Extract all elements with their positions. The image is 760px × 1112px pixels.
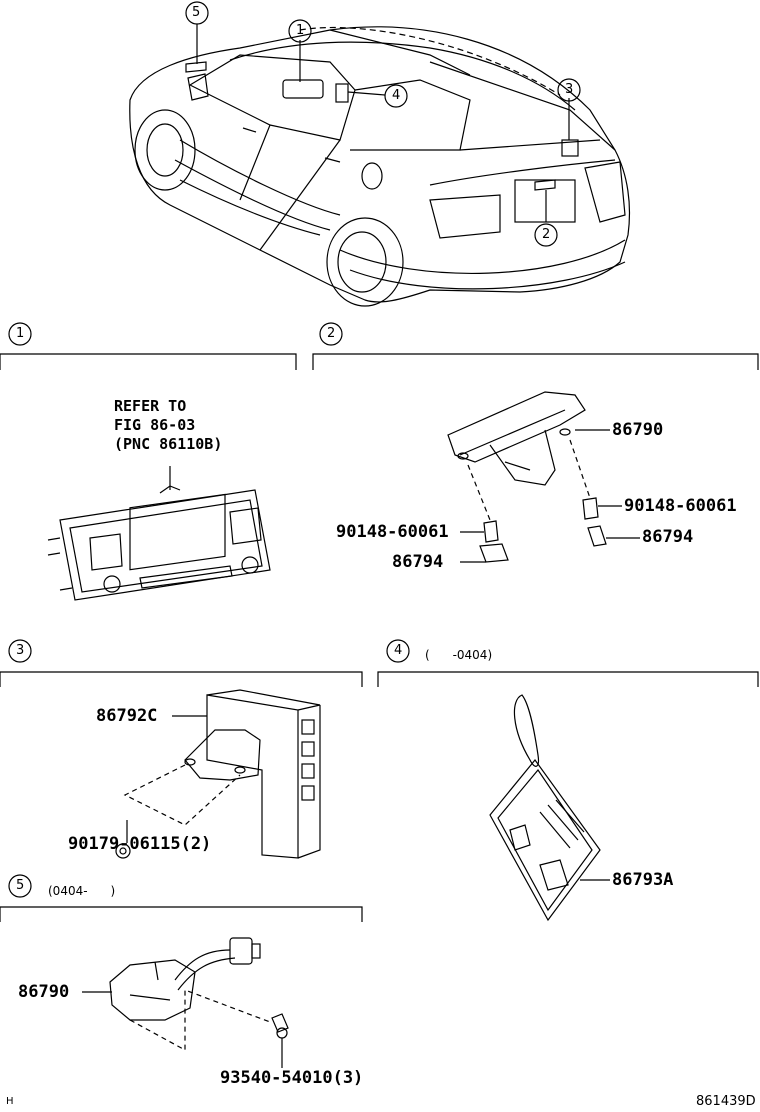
section-5-number: 5 [16,878,25,893]
figure-id: 861439D [696,1094,756,1109]
section-5 [0,874,363,1068]
part-86794-left-label: 86794 [392,552,444,572]
section-1-note: REFER TO FIG 86-03 (PNC 86110B) [114,397,222,454]
section-5-range: (0404- ) [48,884,116,898]
note-line-2: FIG 86-03 [114,416,196,434]
part-86793A-label: 86793A [612,870,674,890]
part-86790-s5-label: 86790 [18,982,70,1002]
section-2-number: 2 [327,326,336,341]
overview-callout-1: 1 [296,23,305,38]
part-90148-60061-left-label: 90148-60061 [336,522,449,542]
overview-callout-5: 5 [192,5,201,20]
section-4-range: ( -0404) [425,648,493,662]
section-1-number: 1 [16,326,25,341]
part-90179-06115-label: 90179-06115(2) [68,834,212,854]
part-86790-label: 86790 [612,420,664,440]
car-overview [129,24,631,307]
section-3 [0,639,363,859]
section-1 [0,322,297,601]
section-4-number: 4 [394,643,403,658]
note-line-3: (PNC 86110B) [114,435,223,453]
part-86794-right-label: 86794 [642,527,694,547]
overview-callout-4: 4 [392,88,401,103]
note-line-1: REFER TO [114,397,187,415]
overview-callout-2: 2 [542,227,551,242]
section-3-number: 3 [16,643,25,658]
section-4 [377,639,759,922]
footer-left-mark: H [6,1096,14,1107]
overview-callouts [185,1,581,247]
section-2 [312,322,759,563]
overview-callout-3: 3 [565,82,574,97]
part-86792C-label: 86792C [96,706,158,726]
part-93540-54010-label: 93540-54010(3) [220,1068,364,1088]
part-90148-60061-right-label: 90148-60061 [624,496,737,516]
